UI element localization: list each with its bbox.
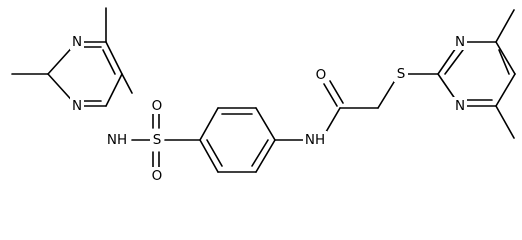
ring-c-methyl-bottom-bond xyxy=(495,105,515,139)
sulfonamide-nh-label: NH xyxy=(107,132,127,148)
ring-c-methyl-top-bond xyxy=(495,9,515,43)
sulfonamide-group xyxy=(131,105,201,173)
acetamide-linker xyxy=(274,73,439,141)
ring-a-bond-5 xyxy=(105,73,123,107)
sulfonyl-o-bottom-label: O xyxy=(152,168,163,184)
ring-a-bond-6-inner xyxy=(102,49,116,75)
atom-labels: N N NH S O O NH O S N N xyxy=(70,33,467,184)
ring-c-bond-3-inner xyxy=(498,49,510,75)
sulfonyl-s-label: S xyxy=(153,132,162,148)
ring-b-bond-6-inner xyxy=(206,139,223,167)
ring-b-bond-6 xyxy=(199,139,219,173)
carbonyl-double-bond-a xyxy=(323,83,338,107)
amide-nh-label: NH xyxy=(305,132,325,148)
ring-a-bond-6 xyxy=(105,41,123,75)
ring-b-bond-4 xyxy=(255,139,276,173)
ring-b-bond-1 xyxy=(199,107,219,141)
ring-b-benzene xyxy=(199,107,276,173)
ring-c-n-bottom-label: N xyxy=(455,98,465,114)
thioether-s-label: S xyxy=(397,66,406,82)
ring-c-bond-3 xyxy=(495,41,516,75)
nh-to-carbonyl-bond xyxy=(325,107,341,133)
ring-a-n-top-label: N xyxy=(72,34,82,50)
ring-a-dimethylpyrimidine xyxy=(11,7,133,107)
ring-b-bond-4-inner xyxy=(251,139,269,167)
carbonyl-double-bond-b xyxy=(329,80,344,104)
ring-c-dimethylpyrimidine xyxy=(437,9,516,139)
ring-a-n-bottom-label: N xyxy=(72,98,82,114)
ring-c-bond-4 xyxy=(495,73,516,107)
ring-c-n-top-label: N xyxy=(455,34,465,50)
molecule-structure: N N NH S O O NH O S N N xyxy=(11,7,516,184)
ring-a-to-nh-bond xyxy=(121,73,133,94)
ch2-to-s-bond xyxy=(377,81,395,109)
carbonyl-o-label: O xyxy=(316,67,327,83)
ring-c-bond-1-inner xyxy=(444,49,464,75)
ring-b-bond-3 xyxy=(255,107,276,141)
sulfonyl-o-top-label: O xyxy=(152,98,163,114)
